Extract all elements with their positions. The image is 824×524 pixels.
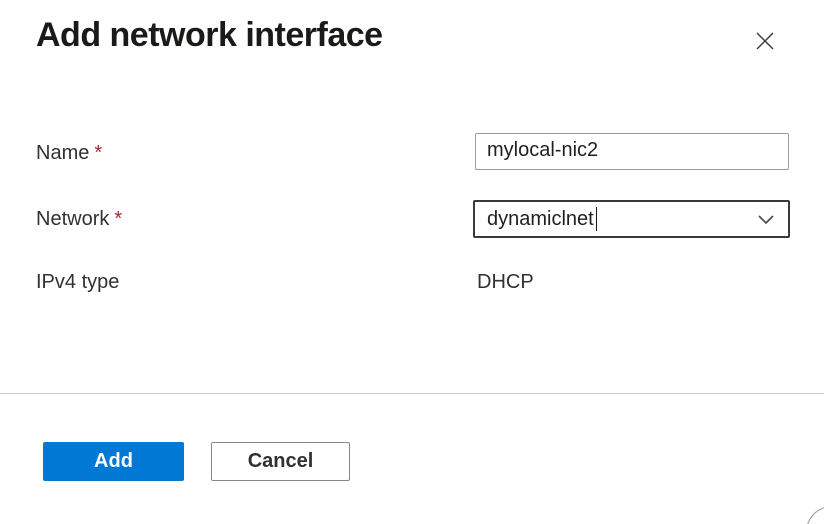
name-input[interactable] (475, 133, 789, 170)
ipv4-type-value: DHCP (477, 271, 534, 293)
network-label-text: Network (36, 208, 110, 230)
required-asterisk: * (114, 208, 123, 230)
cancel-button[interactable]: Cancel (211, 442, 350, 481)
ipv4-type-label-text: IPv4 type (36, 271, 120, 293)
page-title: Add network interface (36, 16, 383, 54)
ipv4-type-field-label: IPv4 type (36, 271, 119, 294)
close-button[interactable] (748, 24, 782, 58)
footer-divider (0, 393, 824, 394)
add-button[interactable]: Add (43, 442, 184, 481)
chevron-down-icon (756, 209, 776, 229)
network-dropdown[interactable]: dynamiclnet (473, 200, 790, 238)
name-label-text: Name (36, 142, 90, 164)
name-field-label: Name* (36, 142, 102, 165)
text-caret (595, 207, 597, 231)
network-dropdown-value: dynamiclnet (487, 207, 594, 230)
required-asterisk: * (94, 142, 103, 164)
network-field-label: Network* (36, 208, 122, 231)
corner-arc-decoration (806, 506, 824, 524)
close-x-icon (754, 30, 776, 52)
